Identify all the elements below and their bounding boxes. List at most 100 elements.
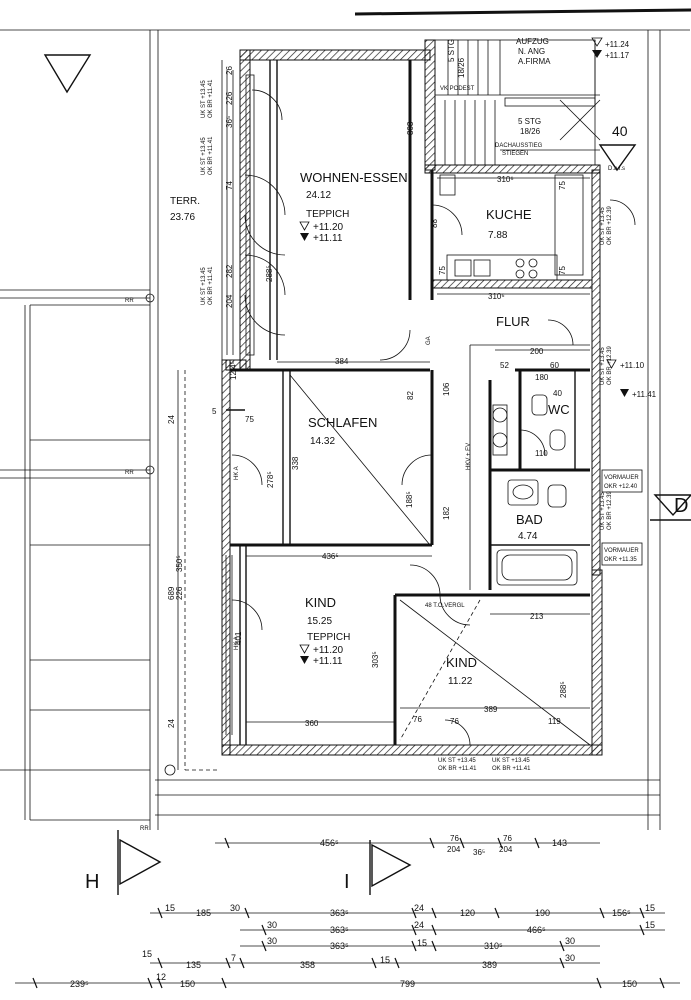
ukst-note-6: UK ST +13.45 bbox=[600, 347, 606, 385]
dim-106: 106 bbox=[442, 382, 451, 396]
section-triangle-top-right bbox=[598, 144, 637, 172]
dim-75a: 75 bbox=[558, 181, 567, 190]
dim-52: 52 bbox=[500, 361, 509, 370]
dim-389: 389 bbox=[484, 705, 498, 714]
level-markers-right: +11.10 +11.41 VORMAUER OKR +12.40 VORMAU… bbox=[425, 359, 657, 609]
tvergl-label: 48 T.O.VERGL bbox=[425, 603, 465, 609]
flur-level-b: +11.41 bbox=[632, 390, 657, 399]
dim-row3-3: 466⁵ bbox=[527, 925, 546, 935]
dim-row3-2: 24 bbox=[414, 920, 424, 930]
ukst-note-3: UK ST +13.45 bbox=[201, 267, 207, 305]
dim-350: 350⁵ bbox=[175, 555, 184, 572]
ga-label: GA bbox=[426, 336, 432, 345]
dim-36: 36⁵ bbox=[225, 116, 234, 128]
level-2-kind-1: +11.11 bbox=[313, 656, 343, 667]
dim-288b: 288⁵ bbox=[265, 265, 274, 282]
room-wohnen-essen: WOHNEN-ESSEN 24.12 TEPPICH +11.20 +11.11 bbox=[299, 170, 408, 244]
flur-level-a: +11.10 bbox=[620, 361, 645, 370]
room-name-kueche: KUCHE bbox=[486, 207, 532, 222]
dim-384: 384 bbox=[335, 357, 349, 366]
dim-row2-0: 15 bbox=[165, 903, 175, 913]
dim-689: 689 bbox=[167, 586, 176, 600]
section-triangle-top-left bbox=[43, 54, 92, 94]
dim-row1-3: 36⁵ bbox=[473, 848, 485, 857]
section-label-h: H bbox=[85, 871, 99, 893]
stg-label-1: 5 STG bbox=[447, 39, 456, 62]
dim-360: 360 bbox=[305, 719, 319, 728]
dim-74: 74 bbox=[225, 181, 234, 190]
bathroom-fixtures bbox=[492, 394, 578, 586]
okbr-note-2: OK BR +11.41 bbox=[208, 136, 214, 175]
dim-182: 182 bbox=[442, 506, 451, 520]
stg-label-2: 18/26 bbox=[457, 57, 466, 78]
room-area-terr: 23.76 bbox=[170, 212, 195, 223]
hk-label-2: HK A bbox=[234, 636, 240, 650]
dim-chain-row-4: 30 363⁵ 15 310⁵ 30 bbox=[240, 936, 600, 952]
dim-row3-1: 363⁵ bbox=[330, 925, 349, 935]
rr-label-3: RR bbox=[140, 826, 149, 832]
room-name-wohnen: WOHNEN-ESSEN bbox=[300, 170, 408, 185]
dim-110: 110 bbox=[535, 449, 548, 458]
rr-label-1: RR bbox=[125, 298, 134, 304]
dim-row5-3: 358 bbox=[300, 960, 315, 970]
dim-75c: 75 bbox=[438, 266, 447, 275]
rr-label-2: RR bbox=[125, 470, 134, 476]
door-swings bbox=[231, 89, 636, 746]
hkv-label: HKV + EV bbox=[466, 443, 472, 470]
dim-338: 338 bbox=[291, 456, 300, 470]
dim-chain-row-3: 30 363⁵ 24 466⁵ 15 bbox=[240, 920, 665, 936]
dim-226: 226 bbox=[175, 586, 184, 600]
dim-75d: 75 bbox=[245, 415, 254, 424]
dim-226b: 226 bbox=[225, 91, 234, 105]
room-area-kueche: 7.88 bbox=[488, 230, 508, 241]
dim-row4-3: 310⁵ bbox=[484, 941, 503, 951]
stair-level-a: +11.24 bbox=[605, 40, 630, 49]
ukst-note-2: UK ST +13.45 bbox=[201, 137, 207, 175]
dim-row2-3: 363⁵ bbox=[330, 908, 349, 918]
dim-row4-4: 30 bbox=[565, 936, 575, 946]
vormauer-2-title: VORMAUER bbox=[604, 548, 639, 554]
ukst-note-4b: UK ST +13.45 bbox=[492, 758, 530, 764]
dim-row6-3: 799 bbox=[400, 979, 415, 989]
room-name-bad: BAD bbox=[516, 512, 543, 527]
dim-303: 303 bbox=[406, 121, 415, 135]
section-marker-i: I bbox=[344, 840, 412, 895]
vormauer-1-title: VORMAUER bbox=[604, 475, 639, 481]
dim-row6-2: 150 bbox=[180, 979, 195, 989]
dim-24a: 24 bbox=[167, 415, 176, 424]
dim-303b: 303⁵ bbox=[371, 651, 380, 668]
hk-label-1: HK A bbox=[234, 466, 240, 480]
dim-row2-4: 24 bbox=[414, 903, 424, 913]
dim-row6-1: 12 bbox=[156, 972, 166, 982]
dim-row1-6: 143 bbox=[552, 838, 567, 848]
dim-chain-row-2: 15 185 30 363⁵ 24 120 190 156⁵ 15 bbox=[150, 903, 665, 919]
dim-row5-6: 30 bbox=[565, 953, 575, 963]
stg-label-3: 5 STG bbox=[518, 117, 541, 126]
podest-label: VK PODEST bbox=[440, 86, 475, 92]
dim-5: 5 bbox=[212, 407, 217, 416]
dim-row6-4: 150 bbox=[622, 979, 637, 989]
dim-row1-2: 204 bbox=[447, 845, 461, 854]
room-area-wohnen: 24.12 bbox=[306, 190, 331, 201]
okbr-note-3: OK BR +11.41 bbox=[208, 266, 214, 305]
dim-row5-1: 135 bbox=[186, 960, 201, 970]
section-marker-d: D bbox=[650, 494, 691, 521]
ukst-note-1: UK ST +13.45 bbox=[201, 80, 207, 118]
dim-288: 288⁵ bbox=[559, 681, 568, 698]
dim-chain-row-6: 239⁵ 12 150 799 150 bbox=[15, 972, 680, 989]
dim-chain-row-1: 456⁵ 76 204 36⁵ 76 204 143 bbox=[215, 834, 600, 857]
firma-label: A.FIRMA bbox=[518, 57, 551, 66]
dim-chain-row-5: 15 135 7 358 15 389 30 bbox=[142, 949, 600, 970]
dim-row2-8: 15 bbox=[645, 903, 655, 913]
dim-436: 436⁵ bbox=[322, 552, 339, 561]
dach-label: DACHAUSSTIEG bbox=[495, 143, 543, 149]
dim-310b: 310⁶ bbox=[488, 292, 505, 301]
dim-row4-1: 363⁵ bbox=[330, 941, 349, 951]
dim-401: 401 bbox=[234, 631, 243, 645]
room-area-bad: 4.74 bbox=[518, 531, 538, 542]
ang-label: N. ANG bbox=[518, 47, 545, 56]
room-schlafen: SCHLAFEN 14.32 bbox=[308, 415, 377, 447]
level-1-wohnen: +11.20 bbox=[313, 222, 344, 233]
floor-type-wohnen: TEPPICH bbox=[306, 209, 349, 220]
dim-200: 200 bbox=[530, 347, 544, 356]
